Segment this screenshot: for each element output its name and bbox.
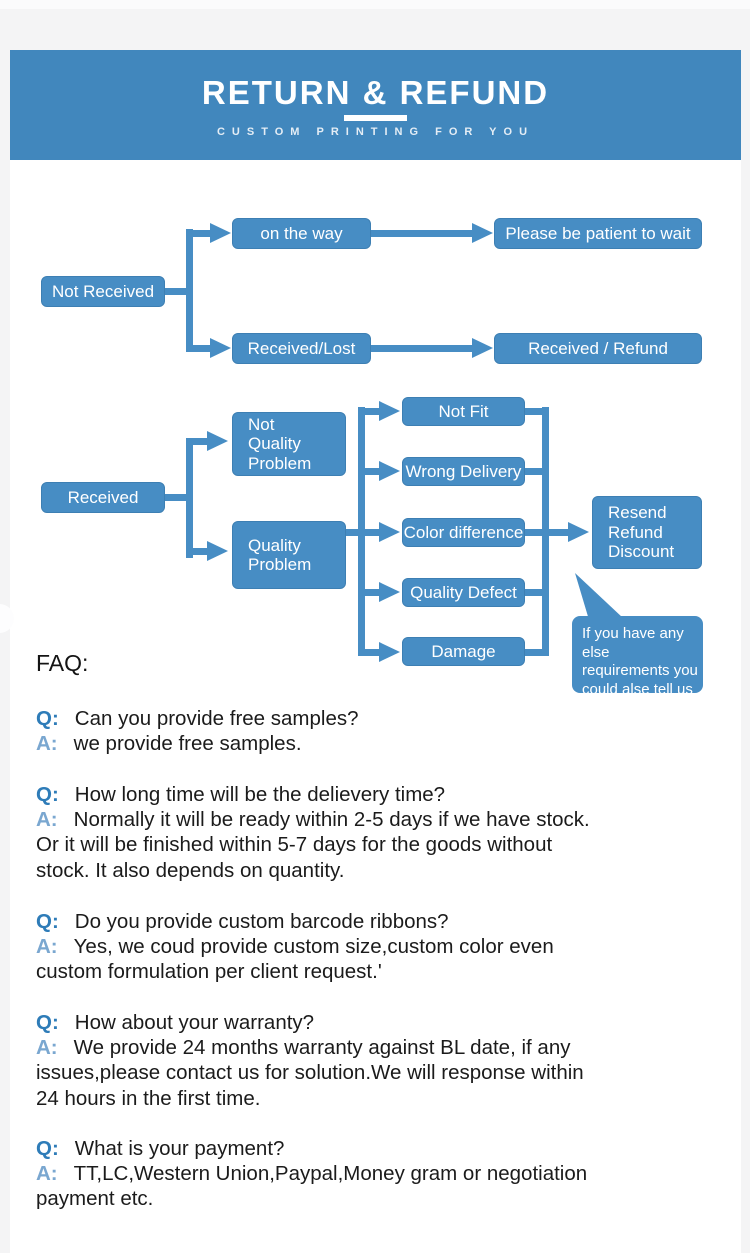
- connector-line: [542, 407, 549, 656]
- connector-line: [549, 529, 570, 536]
- carousel-prev-button[interactable]: [0, 604, 14, 633]
- arrowhead-icon: [379, 642, 400, 662]
- flow-node-not-quality-problem: Not Quality Problem: [232, 412, 346, 476]
- answer-text: TT,LC,Western Union,Paypal,Money gram or…: [36, 1162, 588, 1211]
- faq-heading: FAQ:: [36, 650, 89, 676]
- a-label: A:: [36, 1036, 58, 1060]
- a-label: A:: [36, 1162, 58, 1186]
- connector-line: [371, 345, 472, 352]
- flow-node-on-the-way: on the way: [232, 218, 371, 249]
- connector-line: [358, 407, 365, 656]
- question-text: Can you provide free samples?: [74, 707, 359, 730]
- page-title: RETURN & REFUND: [201, 74, 550, 111]
- arrowhead-icon: [379, 461, 400, 481]
- flow-node-color-difference: Color difference: [402, 518, 525, 547]
- q-label: Q:: [36, 783, 59, 806]
- flow-node-be-patient: Please be patient to wait: [494, 218, 702, 249]
- connector-line: [525, 468, 549, 475]
- connector-line: [365, 529, 381, 536]
- connector-line: [365, 589, 381, 596]
- connector-line: [165, 494, 190, 501]
- arrowhead-icon: [207, 541, 228, 561]
- answer-text: Yes, we coud provide custom size,custom …: [36, 935, 554, 984]
- flow-node-not-received: Not Received: [41, 276, 165, 307]
- flow-node-damage: Damage: [402, 637, 525, 666]
- connector-line: [189, 230, 211, 237]
- header-band: RETURN & REFUND CUSTOM PRINTING FOR YOU: [10, 50, 741, 160]
- answer-text: We provide 24 months warranty against BL…: [36, 1036, 584, 1110]
- connector-line: [525, 649, 549, 656]
- connector-line: [165, 288, 190, 295]
- arrowhead-icon: [379, 522, 400, 542]
- connector-line: [346, 529, 365, 536]
- arrowhead-icon: [472, 223, 493, 243]
- connector-line: [525, 529, 549, 536]
- flow-node-quality-problem: Quality Problem: [232, 521, 346, 589]
- faq-item: Q: What is your payment? A:TT,LC,Western …: [36, 1136, 696, 1212]
- connector-line: [186, 229, 193, 352]
- a-label: A:: [36, 732, 58, 756]
- page-subtitle: CUSTOM PRINTING FOR YOU: [216, 126, 535, 138]
- q-label: Q:: [36, 707, 59, 730]
- q-label: Q:: [36, 1137, 59, 1160]
- faq-item: Q: Can you provide free samples? A: we pro…: [36, 706, 696, 756]
- q-label: Q:: [36, 910, 59, 933]
- question-text: Do you provide custom barcode ribbons?: [74, 910, 449, 933]
- flow-node-received: Received: [41, 482, 165, 513]
- question-text: What is your payment?: [74, 1137, 285, 1160]
- answer-text: we provide free samples.: [73, 732, 302, 756]
- arrowhead-icon: [210, 223, 231, 243]
- answer-text: Normally it will be ready within 2-5 day…: [36, 808, 590, 882]
- connector-line: [525, 589, 549, 596]
- connector-line: [186, 438, 193, 558]
- flow-node-resend-refund-discount: Resend Refund Discount: [592, 496, 702, 569]
- q-label: Q:: [36, 1011, 59, 1034]
- flow-node-wrong-delivery: Wrong Delivery: [402, 457, 525, 486]
- arrowhead-icon: [379, 401, 400, 421]
- faq-item: Q: Do you provide custom barcode ribbons?…: [36, 909, 696, 985]
- speech-bubble-note: If you have any else requirements you co…: [572, 616, 703, 698]
- connector-line: [365, 649, 381, 656]
- arrowhead-icon: [210, 338, 231, 358]
- a-label: A:: [36, 935, 58, 959]
- faq-item: Q: How about your warranty? A:We provide …: [36, 1010, 696, 1111]
- arrowhead-icon: [207, 431, 228, 451]
- question-text: How about your warranty?: [74, 1011, 315, 1034]
- connector-line: [189, 438, 209, 445]
- connector-line: [189, 548, 209, 555]
- arrowhead-icon: [568, 522, 589, 542]
- a-label: A:: [36, 808, 58, 832]
- flow-node-quality-defect: Quality Defect: [402, 578, 525, 607]
- faq-item: Q: How long time will be the delievery ti…: [36, 782, 696, 883]
- question-text: How long time will be the delievery time…: [74, 783, 446, 806]
- title-underline: [344, 115, 407, 121]
- connector-line: [365, 468, 381, 475]
- top-strip: [0, 0, 750, 9]
- arrowhead-icon: [472, 338, 493, 358]
- arrowhead-icon: [379, 582, 400, 602]
- connector-line: [365, 408, 381, 415]
- flow-node-received-refund: Received / Refund: [494, 333, 702, 364]
- flow-node-not-fit: Not Fit: [402, 397, 525, 426]
- connector-line: [525, 408, 549, 415]
- flow-node-received-lost: Received/Lost: [232, 333, 371, 364]
- connector-line: [371, 230, 472, 237]
- connector-line: [189, 345, 211, 352]
